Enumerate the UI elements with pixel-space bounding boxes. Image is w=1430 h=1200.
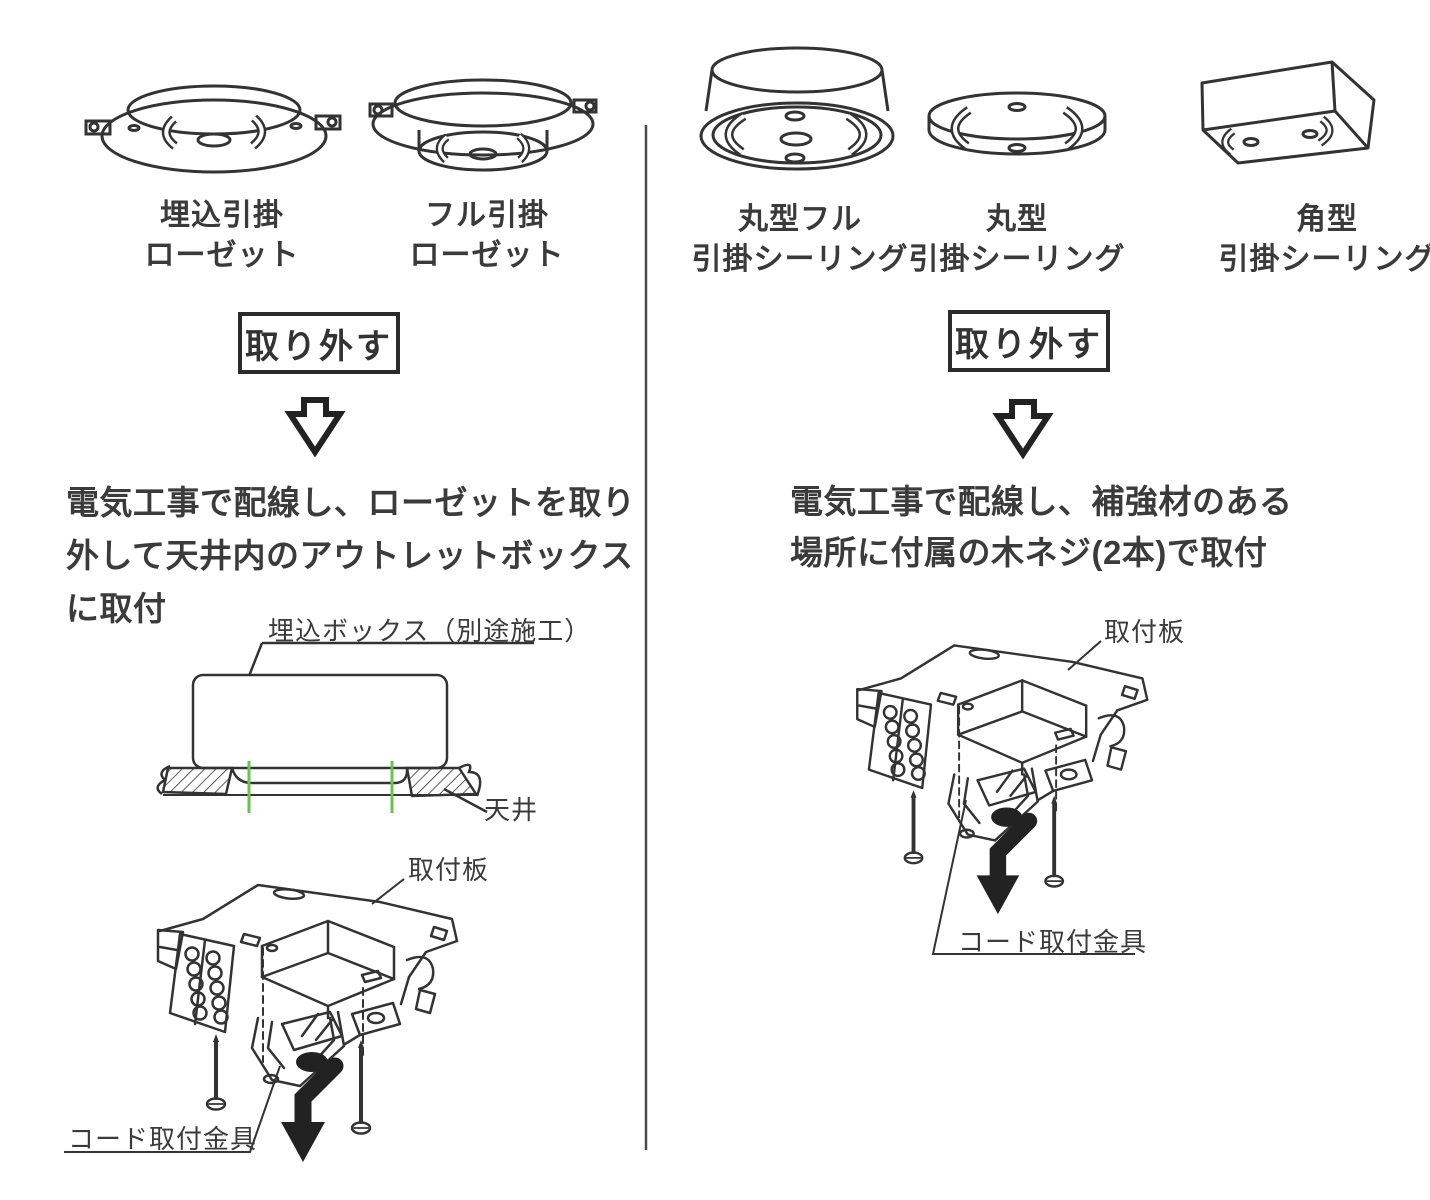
fixture-label-round-full-ceiling: 丸型フル 引掛シーリング bbox=[691, 203, 909, 276]
full-rosette-drawing bbox=[368, 78, 598, 172]
plate-leader-line bbox=[371, 878, 405, 905]
mounting-plate-drawing-left bbox=[64, 879, 457, 1162]
callout-cord-bracket-left: コード取付金具 bbox=[68, 1124, 258, 1154]
remove-step-box-right: 取り外す bbox=[948, 310, 1110, 372]
alignment-guide-lines bbox=[247, 761, 394, 813]
instruction-text-left: 電気工事で配線し、ローゼットを取り 外して天井内のアウトレットボックス に取付 bbox=[66, 484, 636, 627]
round-ceiling-drawing bbox=[927, 91, 1107, 156]
callout-mounting-plate-right: 取付板 bbox=[1104, 617, 1186, 647]
mounting-plate-drawing-right bbox=[857, 640, 1147, 955]
remove-step-box-left: 取り外す bbox=[238, 312, 400, 374]
embedded-box-diagram bbox=[156, 641, 534, 814]
callout-mounting-plate-left: 取付板 bbox=[408, 855, 490, 885]
fixture-label-square-ceiling: 角型 引掛シーリング bbox=[1218, 203, 1430, 276]
callout-cord-bracket-right: コード取付金具 bbox=[958, 927, 1148, 957]
fixture-label-recessed-rosette: 埋込引掛 ローゼット bbox=[144, 199, 300, 272]
recessed-rosette-drawing bbox=[84, 84, 342, 174]
instruction-text-right: 電気工事で配線し、補強材のある 場所に付属の木ネジ(2本)で取付 bbox=[790, 483, 1293, 571]
round-full-ceiling-drawing bbox=[699, 46, 895, 171]
fixture-label-round-ceiling: 丸型 引掛シーリング bbox=[908, 203, 1126, 276]
plate-leader-line bbox=[1067, 640, 1102, 671]
cord-bracket-leader-line bbox=[64, 1065, 281, 1153]
flow-arrow-down-icon bbox=[284, 397, 346, 458]
cord-bracket-leader-line bbox=[931, 799, 1135, 955]
fixture-label-full-rosette: フル引掛 ローゼット bbox=[409, 199, 565, 272]
ceiling-leader-line bbox=[443, 787, 488, 814]
flow-arrow-down-icon bbox=[992, 399, 1054, 460]
square-ceiling-drawing bbox=[1200, 60, 1376, 165]
embedded-box-leader-line bbox=[247, 641, 534, 677]
callout-embedded-box: 埋込ボックス（別途施工） bbox=[268, 616, 592, 646]
callout-ceiling: 天井 bbox=[484, 795, 539, 825]
